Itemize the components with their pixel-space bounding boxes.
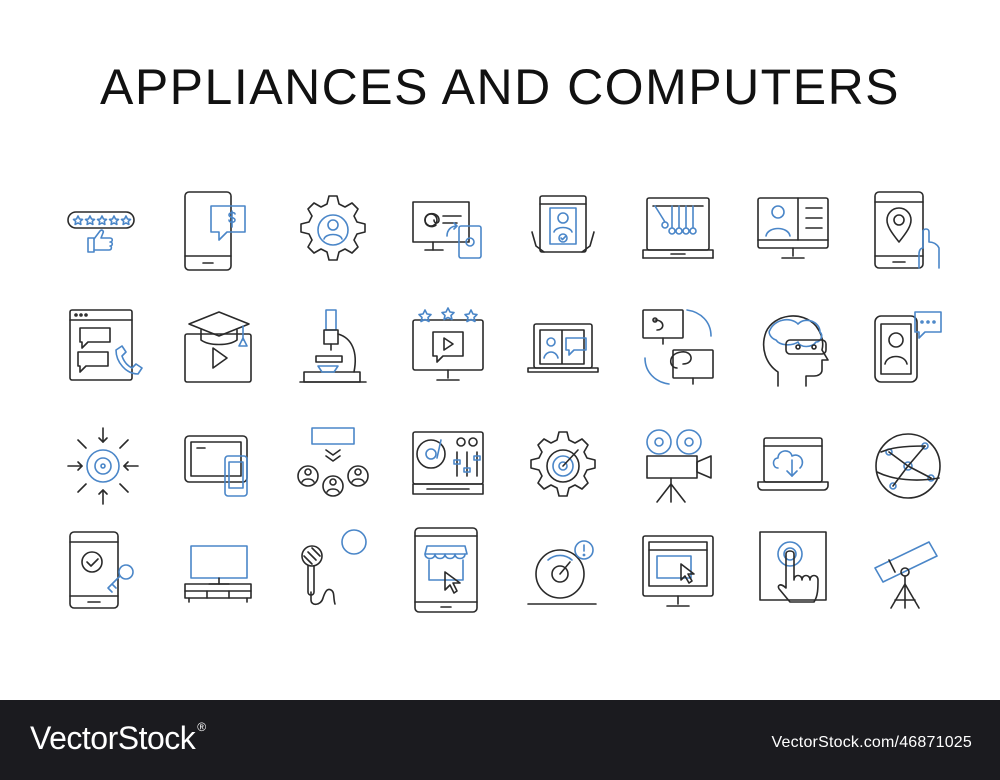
- laptop-book-chat-icon: [526, 306, 600, 390]
- film-projector-icon: [641, 424, 715, 508]
- footer-bar: VectorStock® VectorStock.com/46871025: [0, 700, 1000, 780]
- connected-monitors-icon: [641, 306, 715, 390]
- registered-mark: ®: [197, 720, 206, 734]
- tablet-phone-devices-icon: [181, 424, 255, 508]
- globe-network-icon: [871, 424, 945, 508]
- newton-cradle-laptop-icon: [641, 188, 715, 272]
- tablet-verified-user-icon: [526, 188, 600, 272]
- page-title: APPLIANCES AND COMPUTERS: [99, 59, 901, 115]
- touch-screen-hand-icon: [756, 528, 830, 612]
- monitor-video-call-list-icon: [756, 188, 830, 272]
- telescope-tripod-icon: [871, 528, 945, 612]
- laptop-cloud-download-icon: [756, 424, 830, 508]
- rating-stars-thumbs-up-icon: [66, 188, 140, 272]
- brand-name: VectorStock: [30, 720, 196, 756]
- team-hierarchy-icon: [296, 424, 370, 508]
- image-url[interactable]: VectorStock.com/46871025: [771, 734, 972, 751]
- icon-grid: [66, 188, 946, 618]
- phone-check-key-icon: [66, 528, 140, 612]
- monitor-email-icon: [411, 188, 485, 272]
- vectorstock-logo[interactable]: VectorStock®: [30, 720, 206, 757]
- tv-stand-icon: [181, 528, 255, 612]
- monitor-click-browser-icon: [641, 528, 715, 612]
- audio-mixer-turntable-icon: [411, 424, 485, 508]
- browser-chat-phone-icon: [66, 306, 143, 390]
- head-vr-headset-icon: [756, 306, 830, 390]
- monitor-rated-video-icon: [411, 306, 485, 390]
- microscope-icon: [296, 306, 370, 390]
- gear-target-icon: [526, 424, 600, 508]
- gauge-alert-icon: [526, 528, 600, 612]
- phone-person-chat-icon: [871, 306, 945, 390]
- gear-user-icon: [296, 188, 370, 272]
- target-focus-arrows-icon: [66, 424, 140, 508]
- graduation-video-icon: [181, 306, 255, 390]
- microphone-bubble-icon: [296, 528, 370, 612]
- phone-location-pin-icon: [871, 188, 945, 272]
- phone-dollar-chat-icon: [181, 188, 255, 272]
- tablet-shop-click-icon: [411, 527, 485, 613]
